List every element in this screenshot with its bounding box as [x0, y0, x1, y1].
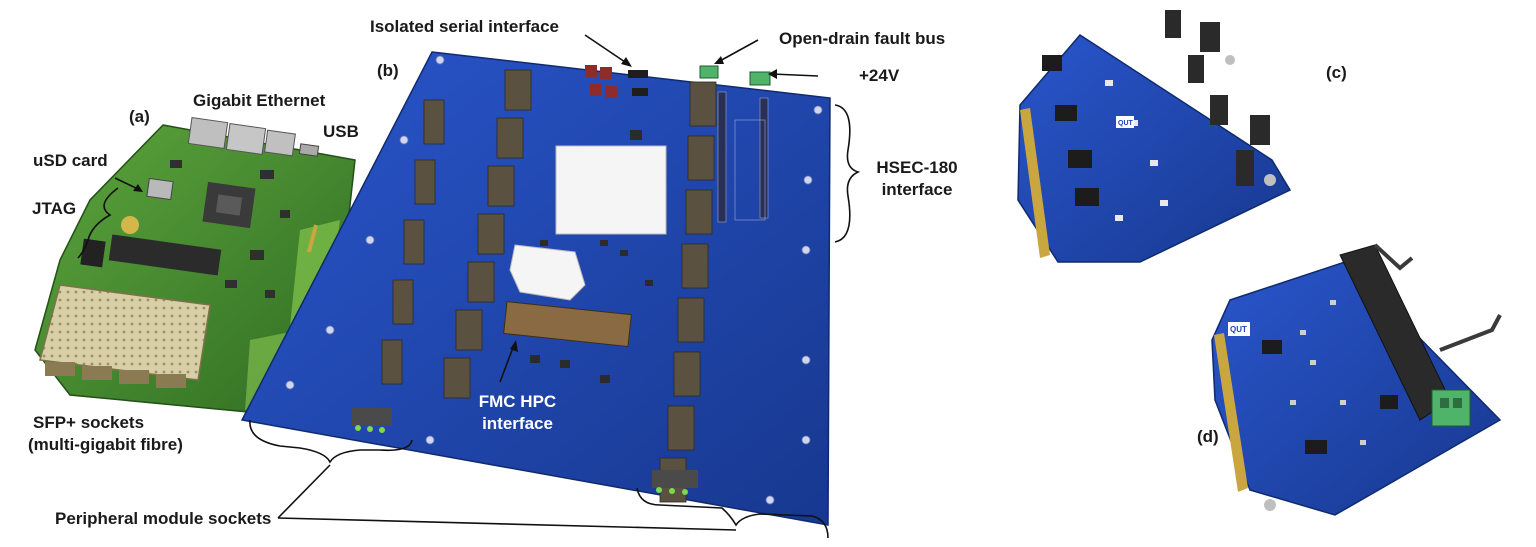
backplane-board	[240, 51, 831, 526]
qut-logo-c: QUT	[1118, 120, 1134, 127]
fpga-carrier-board	[34, 117, 356, 413]
label-sfp-multigigabit: (multi-gigabit fibre)	[28, 435, 183, 454]
label-usb: USB	[323, 122, 359, 141]
label-isolated-serial: Isolated serial interface	[370, 17, 559, 36]
label-sfp-sockets: SFP+ sockets	[33, 413, 145, 432]
label-fmc-hpc: FMC HPC	[478, 392, 557, 411]
label-panel-c: (c)	[1326, 63, 1347, 82]
peripheral-module-c: QUT	[1017, 10, 1292, 263]
label-plus-24v: +24V	[859, 66, 900, 85]
label-gigabit-ethernet: Gigabit Ethernet	[193, 91, 326, 110]
label-peripheral-module-sockets: Peripheral module sockets	[55, 509, 272, 528]
peripheral-module-d: QUT	[1211, 243, 1502, 516]
annotation-arrows	[77, 34, 861, 539]
label-hsec-180: HSEC-180	[876, 158, 958, 177]
label-open-drain: Open-drain fault bus	[779, 29, 946, 48]
label-panel-d: (d)	[1197, 427, 1219, 446]
qut-logo-d: QUT	[1230, 325, 1247, 334]
label-hsec-interface: interface	[881, 180, 953, 199]
label-panel-b: (b)	[377, 61, 399, 80]
label-usd-card: uSD card	[33, 151, 108, 170]
label-panel-a: (a)	[129, 107, 150, 126]
label-fmc-interface: interface	[482, 414, 553, 433]
label-jtag: JTAG	[32, 199, 77, 218]
